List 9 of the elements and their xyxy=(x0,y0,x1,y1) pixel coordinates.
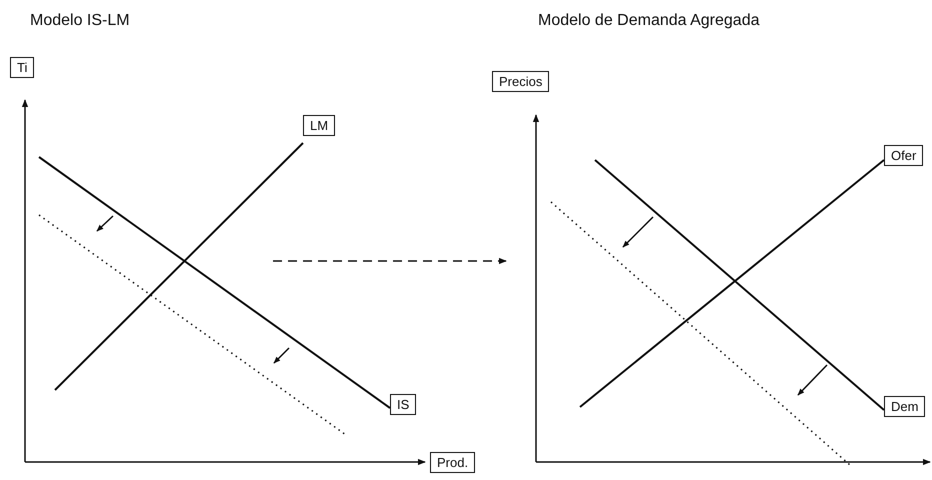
axis-label: Ti xyxy=(10,57,34,78)
curve-label: LM xyxy=(303,115,336,136)
curve-label: Ofer xyxy=(884,145,924,166)
chart-title: Modelo IS-LM xyxy=(30,12,130,30)
curve-label: IS xyxy=(390,394,416,415)
axis-label: Precios xyxy=(492,71,550,92)
axis-label: Prod. xyxy=(430,452,476,473)
curve-label: Dem xyxy=(884,396,926,417)
chart-title: Modelo de Demanda Agregada xyxy=(538,12,760,30)
